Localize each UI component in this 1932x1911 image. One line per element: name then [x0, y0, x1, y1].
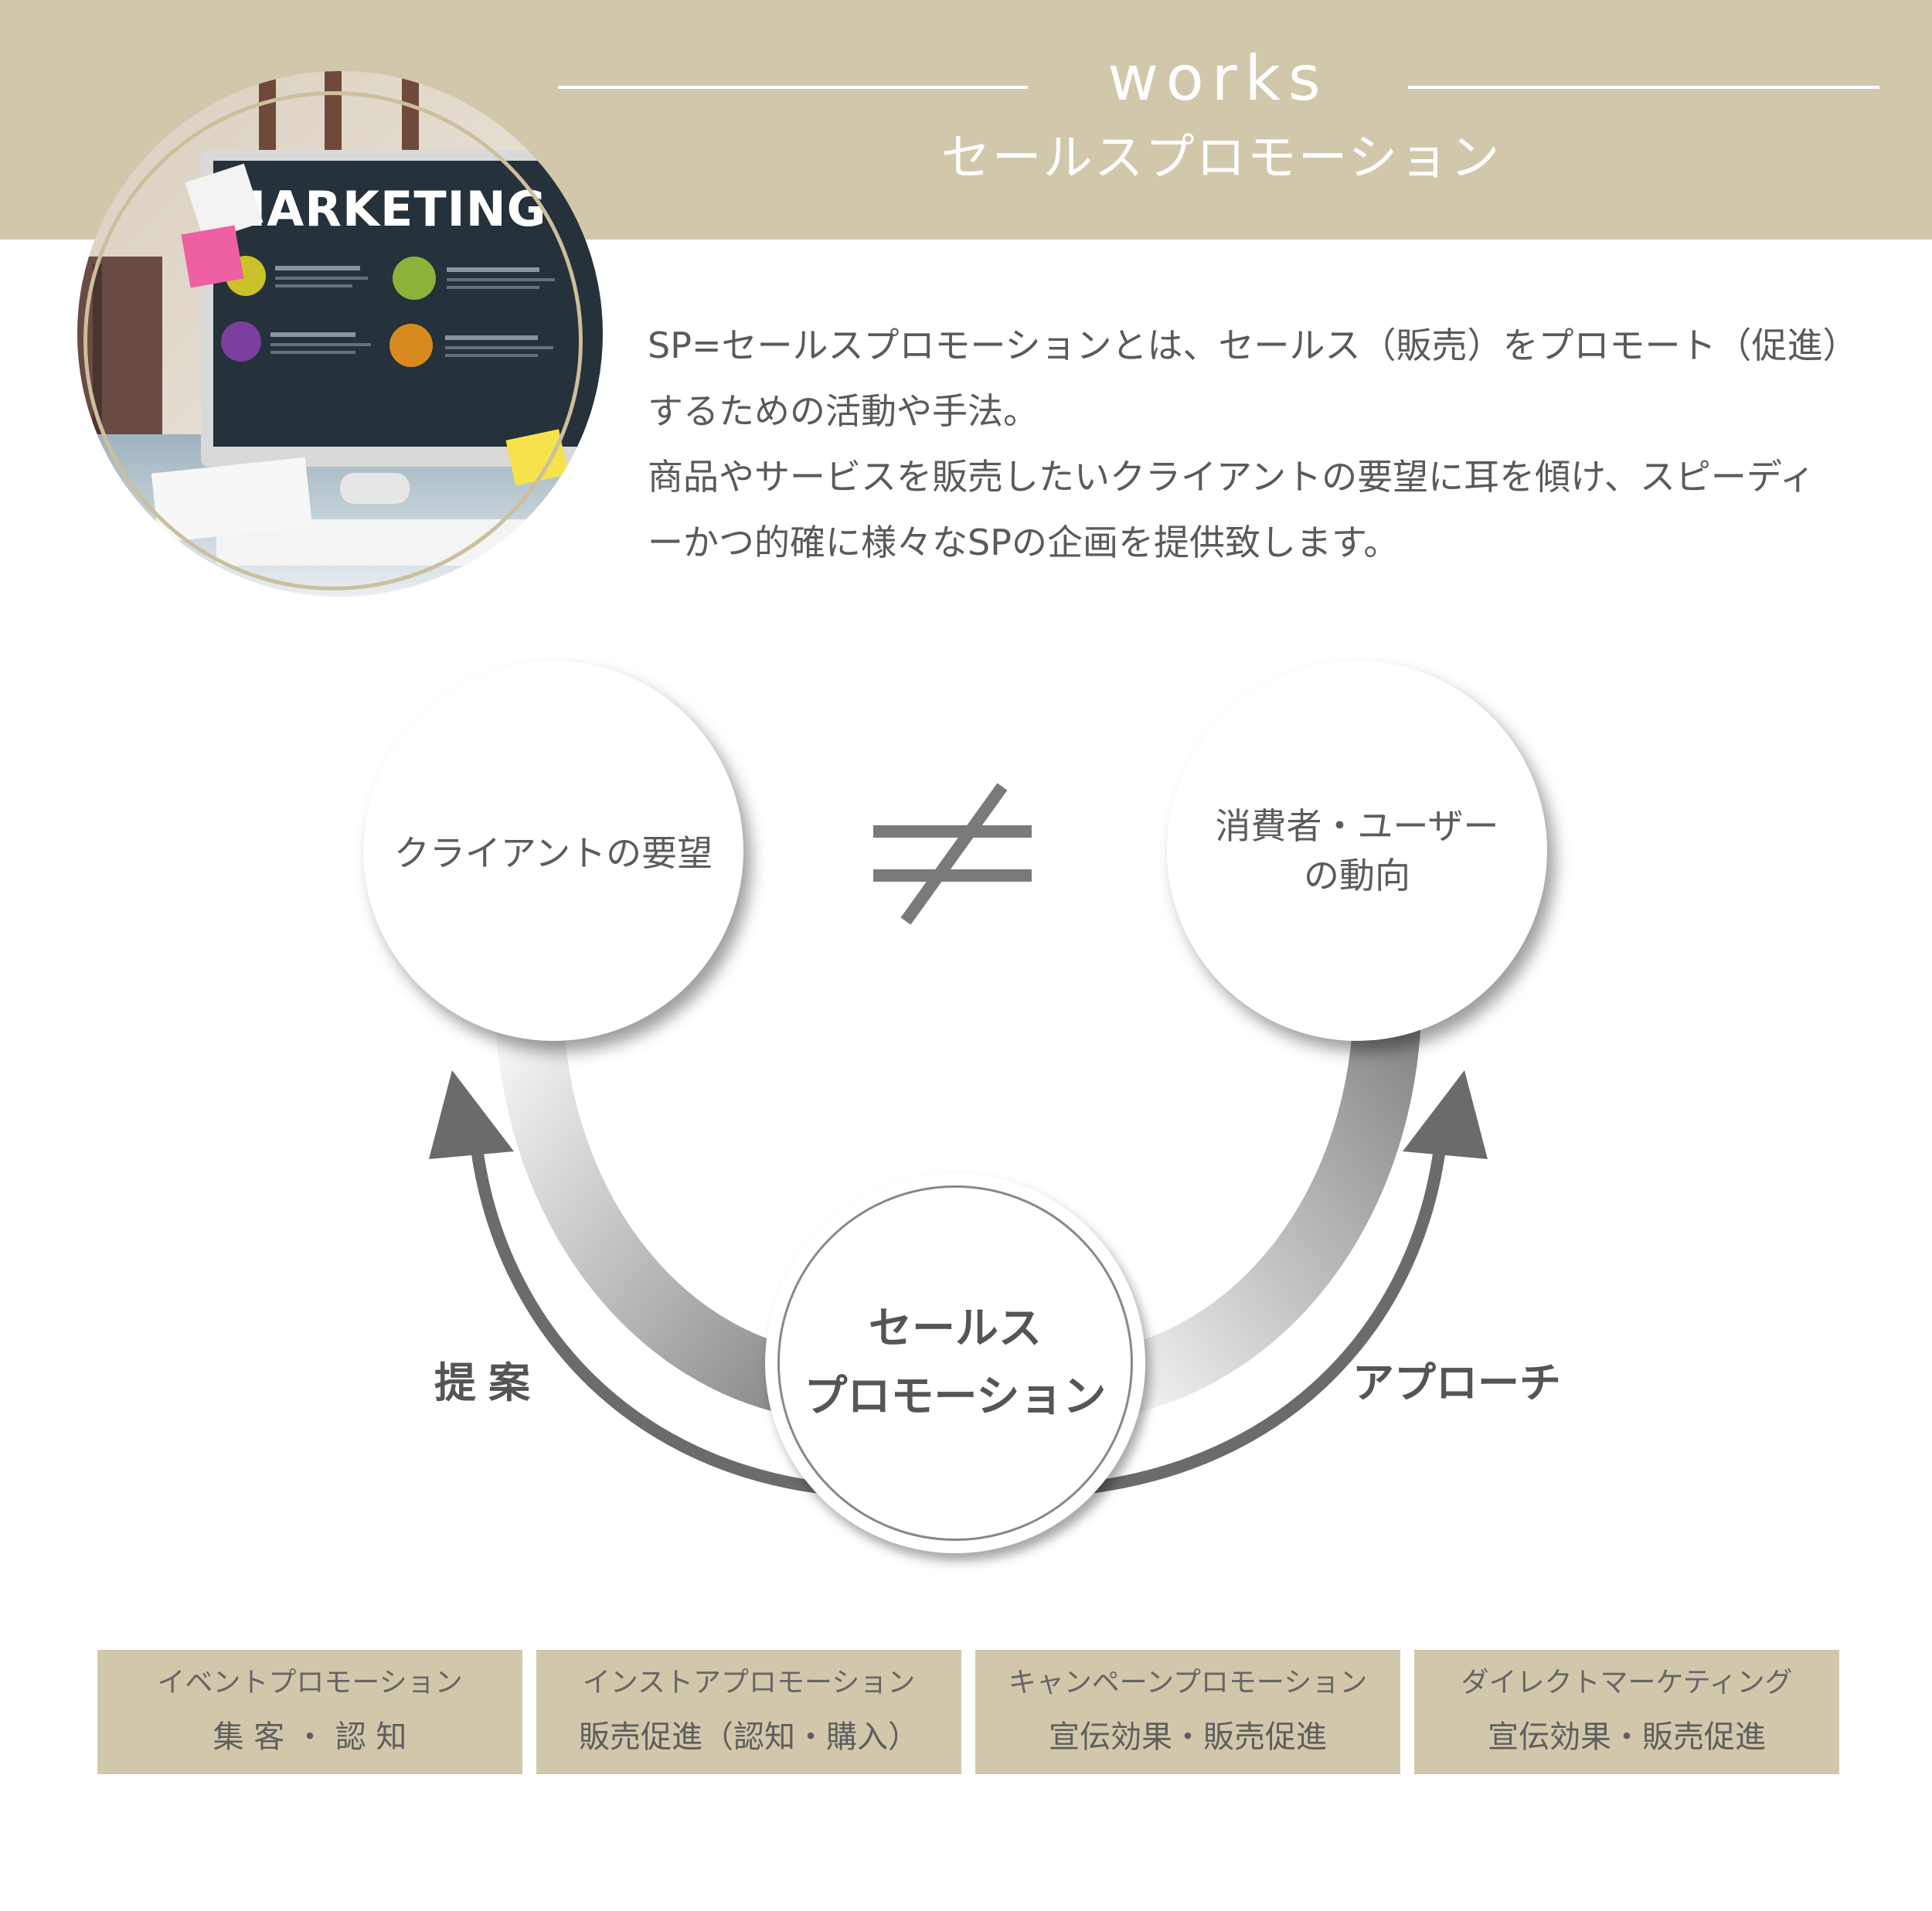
client-request-label: クライアントの要望	[393, 832, 713, 874]
arrow-right-shaft	[1088, 1135, 1447, 1494]
intro-text: SP=セールスプロモーションとは、セールス（販売）をプロモート（促進） するため…	[648, 313, 1884, 576]
promotion-type-purpose: 宣伝効果・販売促進	[1049, 1719, 1327, 1755]
proposal-label: 提案	[434, 1358, 543, 1407]
promotion-type-box: ダイレクトマーケティング 宣伝効果・販売促進	[1414, 1650, 1839, 1774]
approach-label: アプローチ	[1352, 1358, 1561, 1407]
promotion-type-purpose: 販売促進（認知・購入）	[579, 1719, 919, 1755]
flow-band-left	[495, 1018, 811, 1417]
arrow-left-head	[429, 1070, 514, 1159]
promotion-type-box: キャンペーンプロモーション 宣伝効果・販売促進	[975, 1650, 1400, 1774]
promotion-type-purpose: 宣伝効果・販売促進	[1488, 1719, 1766, 1755]
promotion-types: イベントプロモーション 集 客 ・ 認 知 インストアプロモーション 販売促進（…	[97, 1650, 1839, 1774]
promotion-type-title: ダイレクトマーケティング	[1461, 1667, 1793, 1698]
intro-line: SP=セールスプロモーションとは、セールス（販売）をプロモート（促進）	[648, 325, 1859, 366]
not-equal-icon	[873, 783, 1032, 925]
promotion-type-title: インストアプロモーション	[582, 1667, 916, 1698]
promotion-type-title: キャンペーンプロモーション	[1008, 1667, 1368, 1698]
promotion-type-box: インストアプロモーション 販売促進（認知・購入）	[536, 1650, 961, 1774]
header-rule-right	[1408, 86, 1879, 89]
promotion-type-purpose: 集 客 ・ 認 知	[213, 1719, 407, 1755]
consumer-trend-line1: 消費者・ユーザー	[1215, 805, 1499, 847]
center-line1: セールス	[869, 1304, 1042, 1354]
sales-promotion-label: セールス プロモーション	[777, 1185, 1133, 1541]
center-line2: プロモーション	[804, 1372, 1107, 1422]
page-subtitle: セールスプロモーション	[940, 130, 1502, 187]
arrow-left-shaft	[469, 1135, 821, 1494]
photo-ring	[83, 91, 583, 590]
consumer-trend-line2: の動向	[1304, 855, 1410, 896]
client-request-bubble: クライアントの要望	[363, 661, 743, 1041]
promotion-type-box: イベントプロモーション 集 客 ・ 認 知	[97, 1650, 522, 1774]
promotion-type-title: イベントプロモーション	[157, 1667, 463, 1698]
flow-band-right	[1103, 1018, 1421, 1417]
page-title: works	[1107, 43, 1328, 114]
arrow-right-head	[1403, 1070, 1488, 1159]
intro-line: するための活動や手法。	[648, 390, 1039, 432]
header-rule-left	[558, 86, 1028, 89]
intro-line: 商品やサービスを販売したいクライアントの要望に耳を傾け、スピーディ	[648, 456, 1815, 498]
intro-line: ーかつ的確に様々なSPの企画を提供致します。	[648, 522, 1400, 563]
consumer-trend-bubble: 消費者・ユーザー の動向	[1167, 661, 1547, 1041]
